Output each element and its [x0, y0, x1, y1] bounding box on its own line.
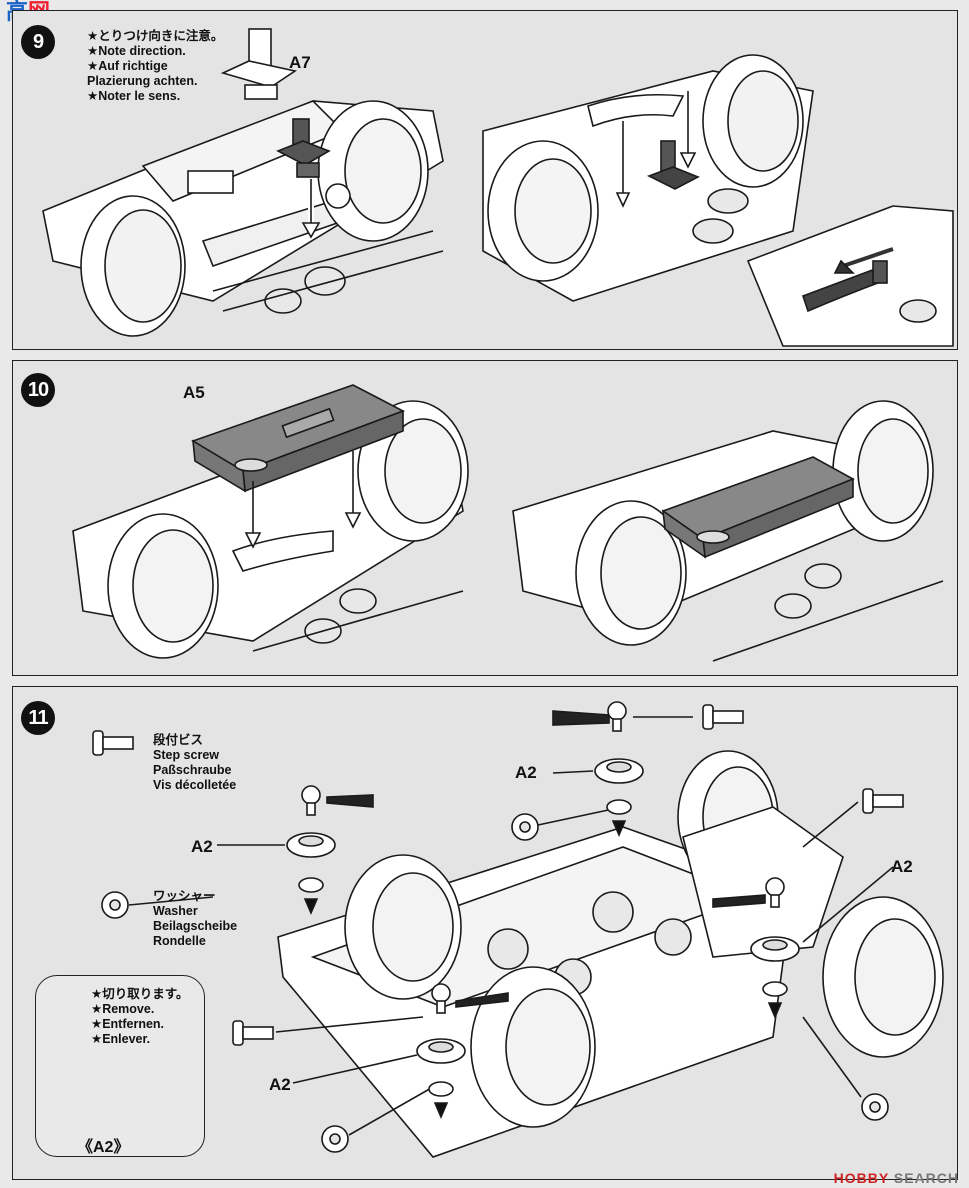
part-label-a2: A2 — [269, 1075, 291, 1094]
label-line: Paßschraube — [153, 763, 232, 777]
part-label-a2: A2 — [515, 763, 537, 782]
note-line: Plazierung achten. — [87, 74, 198, 88]
label-line: Step screw — [153, 748, 220, 762]
remove-label: ★切り取ります。 ★Remove. ★Entfernen. ★Enlever. — [91, 987, 188, 1047]
part-label-a2: A2 — [191, 837, 213, 856]
step-10-panel: 10 A5 — [12, 360, 958, 676]
inset-part-label: 《A2》 — [77, 1139, 130, 1156]
remove-detail-inset — [35, 975, 205, 1157]
step-number-badge: 10 — [21, 373, 55, 407]
step-9-panel: 9 ★とりつけ向きに注意。 ★Note direction. ★Auf rich… — [12, 10, 958, 350]
label-line: Vis décolletée — [153, 778, 237, 792]
washer-label: ワッシャー Washer Beilagscheibe Rondelle — [153, 889, 237, 949]
note-line: ★とりつけ向きに注意。 — [87, 29, 224, 43]
label-line: ★Enlever. — [91, 1032, 151, 1046]
note-line: ★Note direction. — [87, 44, 186, 58]
label-line: ★Entfernen. — [91, 1017, 165, 1031]
part-label-a2: A2 — [891, 857, 913, 876]
part-label: A5 — [183, 383, 205, 402]
note-line: ★Auf richtige — [87, 59, 168, 73]
step-number-badge: 11 — [21, 701, 55, 735]
label-line: Beilagscheibe — [153, 919, 238, 933]
step-number-badge: 9 — [21, 25, 55, 59]
label-line: Rondelle — [153, 934, 206, 948]
label-line: ★切り取ります。 — [91, 987, 189, 1001]
step-9-illustration — [42, 28, 954, 347]
label-line: 段付ビス — [153, 733, 204, 747]
step-10-illustration — [72, 384, 944, 662]
watermark-footer-logo: HOBBY SEARCH — [833, 1170, 959, 1186]
step-11-panel: 11 段付ビス Step screw Paßschraube Vis décol… — [12, 686, 958, 1180]
label-line: ★Remove. — [91, 1002, 155, 1016]
label-line: Washer — [153, 904, 198, 918]
step-screw-label: 段付ビス Step screw Paßschraube Vis décollet… — [153, 733, 236, 793]
step-11-illustration — [78, 701, 944, 1158]
note-line: ★Noter le sens. — [87, 89, 181, 103]
part-label: A7 — [289, 53, 311, 72]
label-line: ワッシャー — [153, 889, 216, 903]
step-9-notes: ★とりつけ向きに注意。 ★Note direction. ★Auf richti… — [87, 29, 223, 104]
